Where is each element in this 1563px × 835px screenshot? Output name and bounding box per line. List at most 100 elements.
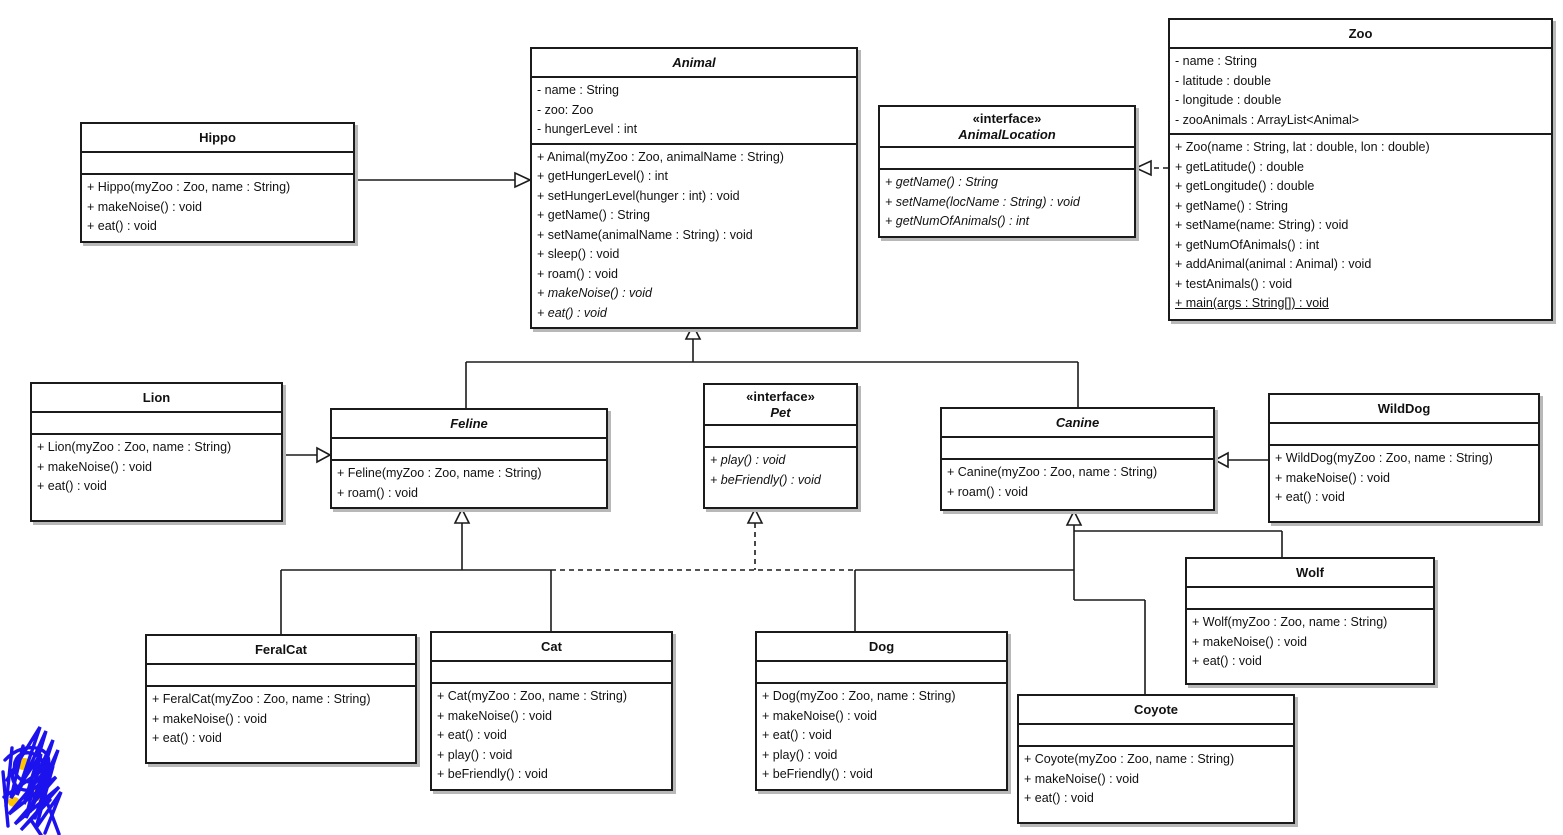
class-methods-animallocation: + getName() : String+ setName(locName : …: [880, 170, 1134, 236]
member-line: - longitude : double: [1175, 93, 1282, 107]
member-line: + FeralCat(myZoo : Zoo, name : String): [152, 692, 371, 706]
class-attributes-pet: [705, 426, 856, 448]
member-line: + getNumOfAnimals() : int: [1175, 237, 1320, 252]
class-box-zoo[interactable]: Zoo - name : String- latitude : double- …: [1168, 18, 1553, 321]
member-line: + Cat(myZoo : Zoo, name : String): [437, 689, 627, 703]
member-line: + Zoo(name : String, lat : double, lon :…: [1175, 140, 1430, 154]
class-title-canine: Canine: [942, 409, 1213, 438]
interface-box-animallocation[interactable]: «interface» AnimalLocation + getName() :…: [878, 105, 1136, 238]
blue-scribble: [1, 726, 63, 835]
class-attributes-animallocation: [880, 148, 1134, 170]
member-line: + roam() : void: [537, 266, 618, 281]
member-line: + Dog(myZoo : Zoo, name : String): [762, 689, 956, 703]
class-box-feralcat[interactable]: FeralCat + FeralCat(myZoo : Zoo, name : …: [145, 634, 417, 764]
member-line: + makeNoise() : void: [37, 459, 152, 474]
class-attributes-feralcat: [147, 665, 415, 687]
interface-title-pet: «interface» Pet: [705, 385, 856, 426]
class-box-cat[interactable]: Cat + Cat(myZoo : Zoo, name : String) + m…: [430, 631, 673, 791]
member-line: + main(args : String[]) : void: [1175, 296, 1329, 310]
member-line: + beFriendly() : void: [762, 767, 873, 781]
member-line: + makeNoise() : void: [1192, 634, 1307, 649]
class-box-coyote[interactable]: Coyote + Coyote(myZoo : Zoo, name : Stri…: [1017, 694, 1295, 824]
member-line: + testAnimals() : void: [1175, 276, 1293, 291]
class-title-wilddog: WildDog: [1270, 395, 1538, 424]
member-line: + Animal(myZoo : Zoo, animalName : Strin…: [537, 149, 784, 164]
member-line: + makeNoise() : void: [437, 708, 552, 723]
edge-feline-canine-animal: [465, 339, 1079, 408]
member-line: - zoo: Zoo: [537, 102, 594, 117]
member-line: + getNumOfAnimals() : int: [885, 214, 1030, 228]
class-attributes-animal: - name : String- zoo: Zoo- hungerLevel :…: [532, 78, 856, 145]
class-methods-canine: + Canine(myZoo : Zoo, name : String)+ ro…: [942, 460, 1213, 509]
member-line: + makeNoise() : void: [762, 708, 877, 723]
member-line: + setName(animalName : String) : void: [537, 227, 753, 242]
class-title-animal: Animal: [532, 49, 856, 78]
arrowhead-feline-bottom: [453, 507, 471, 524]
stereotype-label: «interface»: [746, 389, 815, 404]
class-attributes-hippo: [82, 153, 353, 175]
member-line: + Wolf(myZoo : Zoo, name : String): [1192, 615, 1388, 629]
member-line: + addAnimal(animal : Animal) : void: [1175, 257, 1372, 271]
member-line: + beFriendly() : void: [710, 472, 821, 487]
member-line: + makeNoise() : void: [1275, 470, 1390, 485]
class-methods-cat: + Cat(myZoo : Zoo, name : String) + makeN…: [432, 684, 671, 789]
member-line: + makeNoise() : void: [537, 286, 652, 300]
member-line: + getName() : String: [885, 175, 998, 189]
interface-box-pet[interactable]: «interface» Pet + play() : void+ beFrien…: [703, 383, 858, 509]
member-line: + Feline(myZoo : Zoo, name : String): [337, 466, 542, 480]
class-methods-animal: + Animal(myZoo : Zoo, animalName : Strin…: [532, 145, 856, 328]
member-line: + getHungerLevel() : int: [537, 169, 668, 183]
member-line: + setHungerLevel(hunger : int) : void: [537, 188, 740, 203]
class-attributes-zoo: - name : String- latitude : double- long…: [1170, 49, 1551, 135]
class-title-cat: Cat: [432, 633, 671, 662]
member-line: + eat() : void: [87, 219, 157, 233]
arrowhead-animal-left: [514, 171, 532, 189]
class-box-canine[interactable]: Canine + Canine(myZoo : Zoo, name : Stri…: [940, 407, 1215, 511]
member-line: + play() : void: [762, 747, 838, 762]
member-line: - latitude : double: [1175, 73, 1271, 88]
member-line: - name : String: [537, 83, 619, 97]
class-attributes-feline: [332, 439, 606, 461]
member-line: + eat() : void: [152, 731, 222, 745]
class-box-feline[interactable]: Feline + Feline(myZoo : Zoo, name : Stri…: [330, 408, 608, 509]
arrowhead-pet-bottom: [746, 507, 764, 524]
class-methods-lion: + Lion(myZoo : Zoo, name : String)+ make…: [32, 435, 281, 520]
member-line: + Hippo(myZoo : Zoo, name : String): [87, 180, 291, 194]
class-box-wolf[interactable]: Wolf + Wolf(myZoo : Zoo, name : String)+…: [1185, 557, 1435, 685]
class-title-dog: Dog: [757, 633, 1006, 662]
class-box-animal[interactable]: Animal - name : String- zoo: Zoo- hunger…: [530, 47, 858, 329]
arrowhead-feline-left: [316, 446, 332, 464]
class-title-feline: Feline: [332, 410, 606, 439]
arrowhead-animal-bottom: [684, 323, 702, 340]
class-methods-feline: + Feline(myZoo : Zoo, name : String) + ro…: [332, 461, 606, 507]
class-box-wilddog[interactable]: WildDog + WildDog(myZoo : Zoo, name : St…: [1268, 393, 1540, 523]
class-methods-wilddog: + WildDog(myZoo : Zoo, name : String) + m…: [1270, 446, 1538, 521]
member-line: + eat() : void: [762, 728, 832, 742]
class-title-feralcat: FeralCat: [147, 636, 415, 665]
member-line: + getName() : String: [1175, 198, 1288, 213]
member-line: + roam() : void: [337, 485, 418, 500]
class-methods-coyote: + Coyote(myZoo : Zoo, name : String)+ ma…: [1019, 747, 1293, 822]
class-attributes-lion: [32, 413, 281, 435]
class-box-hippo[interactable]: Hippo + Hippo(myZoo : Zoo, name : String…: [80, 122, 355, 243]
class-box-dog[interactable]: Dog + Dog(myZoo : Zoo, name : String) + m…: [755, 631, 1008, 791]
member-line: + makeNoise() : void: [152, 711, 267, 726]
member-line: + Canine(myZoo : Zoo, name : String): [947, 465, 1158, 479]
member-line: + getLatitude() : double: [1175, 159, 1304, 174]
class-attributes-wolf: [1187, 588, 1433, 610]
member-line: + eat() : void: [1192, 654, 1262, 668]
class-methods-dog: + Dog(myZoo : Zoo, name : String) + makeN…: [757, 684, 1006, 789]
member-line: + WildDog(myZoo : Zoo, name : String): [1275, 451, 1493, 465]
member-line: + makeNoise() : void: [1024, 771, 1139, 786]
class-title-hippo: Hippo: [82, 124, 353, 153]
class-methods-zoo: + Zoo(name : String, lat : double, lon :…: [1170, 135, 1551, 319]
interface-title-animallocation: «interface» AnimalLocation: [880, 107, 1134, 148]
member-line: + beFriendly() : void: [437, 767, 548, 781]
member-line: + play() : void: [437, 747, 513, 762]
member-line: + eat() : void: [437, 728, 507, 742]
member-line: + makeNoise() : void: [87, 199, 202, 214]
class-title-zoo: Zoo: [1170, 20, 1551, 49]
arrowhead-canine-bottom: [1065, 509, 1083, 526]
class-box-lion[interactable]: Lion + Lion(myZoo : Zoo, name : String)+…: [30, 382, 283, 522]
